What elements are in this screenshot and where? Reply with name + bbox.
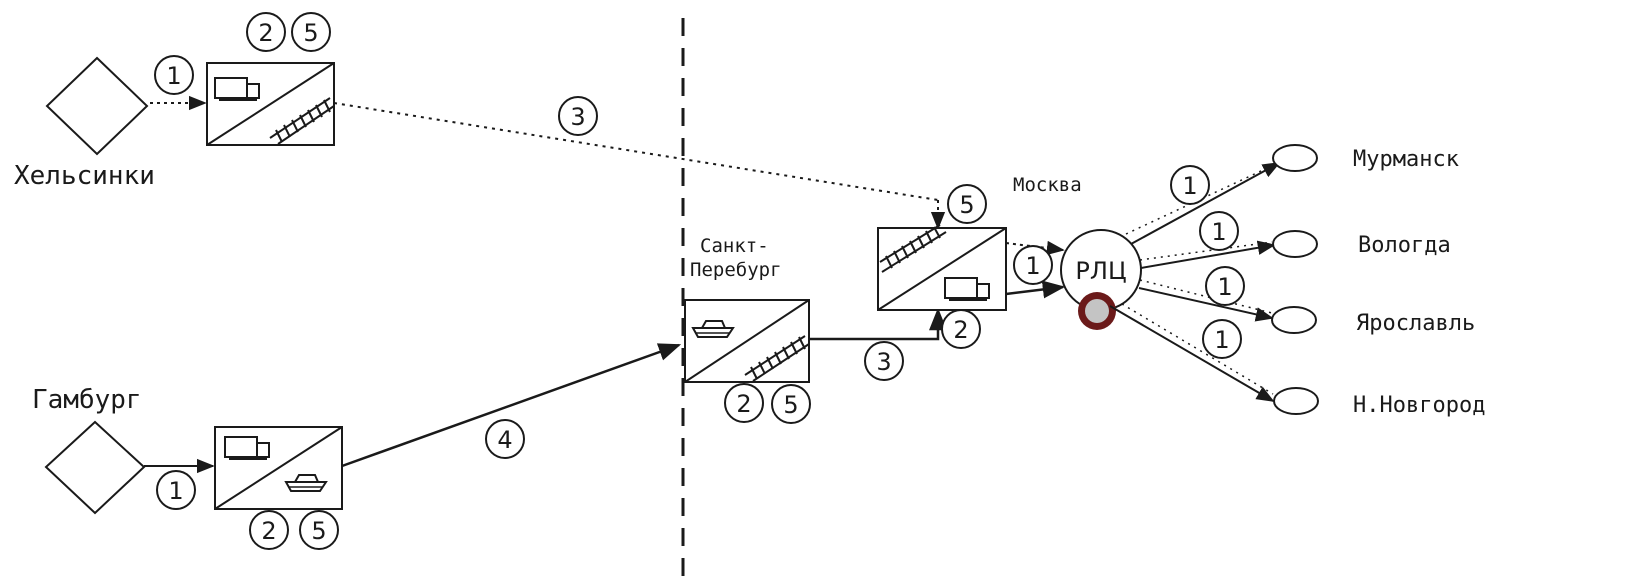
route-to-vologda [1140,240,1276,269]
svg-text:3: 3 [570,103,585,131]
railway-icon [879,224,947,273]
hamburg-label: Гамбург [32,385,142,415]
marker-spb-bottom-b: 5 [771,384,811,424]
route-to-nnovgorod-dotted [1121,303,1274,395]
svg-text:1: 1 [1025,252,1040,280]
moscow-terminal [877,224,1007,311]
svg-text:2: 2 [953,316,968,344]
marker-to-vologda: 1 [1199,211,1239,251]
spb-label-line1: Санкт- [700,235,769,257]
spb-label-line2: Перебург [690,259,782,281]
svg-text:2: 2 [261,517,276,545]
marker-spb-bottom-a: 2 [724,383,764,423]
svg-text:1: 1 [1211,218,1226,246]
marker-hamburg-in: 1 [156,470,196,510]
warehouse-icon [1078,292,1116,330]
helsinki-terminal [206,62,335,146]
moscow-label: Москва [1013,174,1082,196]
svg-text:4: 4 [497,426,512,454]
spb-terminal [684,299,810,383]
marker-helsinki-moscow-route: 3 [558,96,598,136]
svg-text:2: 2 [736,390,751,418]
marker-to-yaroslavl: 1 [1205,266,1245,306]
hamburg-node [44,420,146,515]
hamburg-terminal [214,426,343,510]
marker-spb-moscow-route: 3 [864,341,904,381]
hub-label: РЛЦ [1075,257,1126,285]
vologda-node [1272,230,1318,258]
nnovgorod-label: Н.Новгород [1353,393,1485,418]
marker-helsinki-top-a: 2 [246,12,286,52]
routes-outgoing [1109,162,1281,402]
marker-moscow-top: 5 [947,184,987,224]
svg-text:3: 3 [876,348,891,376]
marker-helsinki-top-b: 5 [291,12,331,52]
murmansk-label: Мурманск [1353,147,1459,172]
railway-icon [269,97,335,145]
svg-text:1: 1 [1214,326,1229,354]
svg-text:5: 5 [959,191,974,219]
railway-icon [744,335,810,382]
nnovgorod-node [1273,387,1319,415]
yaroslavl-label: Ярославль [1356,311,1475,336]
murmansk-node [1272,144,1318,172]
svg-text:1: 1 [1182,172,1197,200]
route-helsinki-moscow [333,102,939,201]
marker-hamburg-bottom-a: 2 [249,510,289,550]
svg-text:1: 1 [1217,273,1232,301]
svg-text:5: 5 [783,391,798,419]
route-to-yaroslavl-dotted [1139,279,1273,314]
marker-hamburg-bottom-b: 5 [299,510,339,550]
route-hamburg-spb [341,343,682,468]
marker-helsinki-in: 1 [154,55,194,95]
svg-text:1: 1 [166,62,181,90]
marker-moscow-bottom: 2 [941,309,981,349]
helsinki-node [45,56,149,156]
marker-hamburg-spb-route: 4 [485,419,525,459]
yaroslavl-node [1271,306,1317,334]
helsinki-label: Хельсинки [14,161,155,191]
svg-text:1: 1 [168,477,183,505]
route-to-vologda-dotted [1139,241,1273,261]
marker-to-nnovgorod: 1 [1202,319,1242,359]
vologda-label: Вологда [1358,233,1451,258]
svg-text:5: 5 [303,19,318,47]
marker-to-murmansk: 1 [1170,165,1210,205]
route-to-yaroslavl [1138,287,1274,322]
route-moscow-hub [1005,280,1066,299]
svg-text:5: 5 [311,517,326,545]
svg-text:2: 2 [258,19,273,47]
marker-moscow-hub: 1 [1013,245,1053,285]
route-to-nnovgorod [1109,305,1275,402]
route-spb-moscow [809,307,947,341]
route-to-murmansk [1130,162,1281,245]
